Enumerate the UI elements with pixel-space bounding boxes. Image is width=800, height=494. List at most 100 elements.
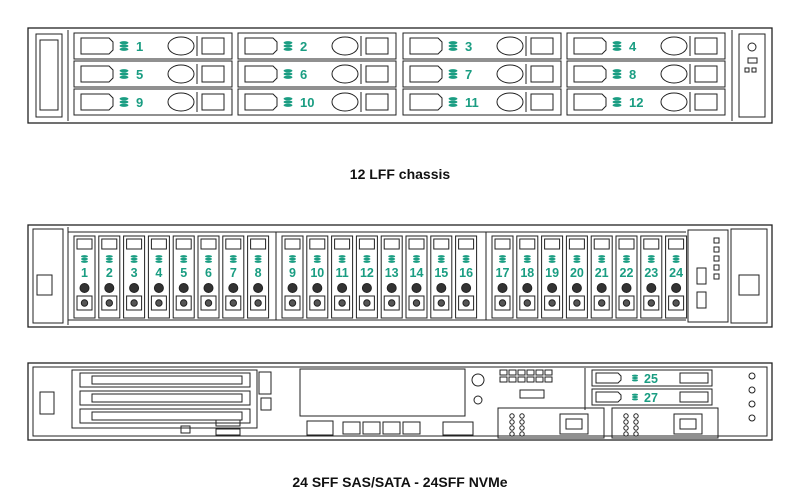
drive-grip: [167, 36, 195, 56]
drive-bay-frame: [402, 60, 562, 88]
bay-number: 10: [300, 95, 314, 110]
vent: [535, 369, 544, 376]
vent: [535, 376, 544, 383]
drive-bay: 5: [73, 60, 233, 88]
right-ear: [730, 228, 768, 324]
drive-stack-icon: [283, 97, 293, 107]
drive-bay-frame: [665, 235, 688, 319]
drive-bay: 4: [147, 235, 170, 319]
drive-handle: [408, 238, 425, 250]
drive-stack-layer: [412, 260, 421, 263]
drive-carrier: [593, 295, 610, 311]
drive-stack-layer: [80, 260, 89, 263]
drive-stack-icon: [612, 69, 622, 79]
drive-bay-frame: [541, 235, 564, 319]
drive-stack-icon: [498, 255, 507, 263]
media-panel: [687, 229, 729, 323]
drive-stack-layer: [448, 47, 458, 51]
drive-carrier: [568, 295, 585, 311]
drive-stack-layer: [130, 260, 138, 263]
drive-stack-layer: [412, 255, 421, 258]
drive-bay: 2: [98, 235, 121, 319]
bay-number: 17: [496, 266, 510, 280]
drive-bay-frame: [402, 32, 562, 60]
drive-stack-layer: [631, 393, 639, 396]
drive-bay: 27: [591, 388, 713, 406]
drive-grip: [331, 64, 359, 84]
drive-stack-layer: [363, 257, 371, 261]
ear-tab: [738, 274, 760, 296]
power-inlet-pins: [679, 418, 697, 430]
drive-bay-frame: [237, 88, 397, 116]
drive-release: [338, 299, 346, 307]
drive-handle: [126, 238, 143, 250]
drive-stack-icon: [448, 41, 458, 51]
drive-handle: [544, 238, 561, 250]
bay-number: 12: [360, 266, 374, 280]
drive-grip: [167, 92, 195, 112]
drive-tab: [365, 65, 389, 83]
drive-stack-layer: [155, 257, 163, 261]
drive-stack-layer: [119, 97, 129, 101]
drive-grip: [496, 92, 524, 112]
drive-stack-layer: [523, 255, 531, 258]
drive-bay-frame: [123, 235, 146, 319]
drive-handle: [494, 238, 511, 250]
usb-port: [696, 291, 707, 309]
drive-led: [411, 283, 422, 293]
drive-led: [337, 283, 348, 293]
drive-stack-icon: [412, 255, 421, 263]
vent: [499, 369, 508, 376]
bay-number: 8: [629, 67, 636, 82]
drive-bay: 16: [455, 235, 478, 319]
drive-led: [203, 283, 214, 293]
vent: [499, 376, 508, 383]
drive-led: [228, 283, 239, 293]
drive-stack-layer: [288, 257, 297, 261]
drive-stack-icon: [254, 255, 262, 263]
drive-stack-layer: [437, 255, 445, 258]
bay-number: 2: [300, 39, 307, 54]
right-ear: [738, 33, 766, 118]
drive-stack-layer: [363, 255, 371, 258]
drive-bay: 1: [73, 235, 96, 319]
drive-stack-layer: [631, 395, 639, 399]
drive-grip: [496, 36, 524, 56]
drive-tab: [679, 391, 709, 403]
power-supply-frame: [611, 407, 719, 439]
drive-carrier: [544, 295, 561, 311]
drive-bay-frame: [331, 235, 354, 319]
vent: [544, 369, 553, 376]
power-supply: [611, 407, 719, 439]
drive-bay-frame: [73, 60, 233, 88]
drive-handle: [618, 238, 635, 250]
drive-bay: 10: [237, 88, 397, 116]
drive-bay: 3: [402, 32, 562, 60]
drive-stack-icon: [622, 255, 631, 263]
drive-stack-icon: [448, 97, 458, 107]
led: [713, 237, 720, 244]
drive-bay: 12: [566, 88, 726, 116]
drive-carrier: [150, 295, 167, 311]
drive-led: [178, 283, 189, 293]
bay-number: 7: [465, 67, 472, 82]
rear-chassis-caption: 24 SFF SAS/SATA - 24SFF NVMe: [292, 474, 508, 490]
drive-bay: 23: [640, 235, 663, 319]
drive-bay-frame: [615, 235, 638, 319]
drive-tab: [365, 93, 389, 111]
drive-stack-layer: [313, 255, 321, 258]
drive-stack-icon: [631, 393, 639, 401]
power-supply-frame: [497, 407, 605, 439]
drive-stack-icon: [437, 255, 445, 263]
drive-tab: [365, 37, 389, 55]
drive-bay: 15: [430, 235, 453, 319]
drive-stack-layer: [283, 103, 293, 107]
drive-bay-frame: [591, 369, 713, 387]
drive-stack-layer: [105, 260, 113, 263]
left-ear: [32, 228, 64, 324]
drive-stack-layer: [180, 257, 188, 261]
vent: [509, 413, 515, 419]
drive-stack-layer: [204, 260, 213, 263]
drive-release: [672, 299, 680, 307]
bay-number: 3: [465, 39, 472, 54]
